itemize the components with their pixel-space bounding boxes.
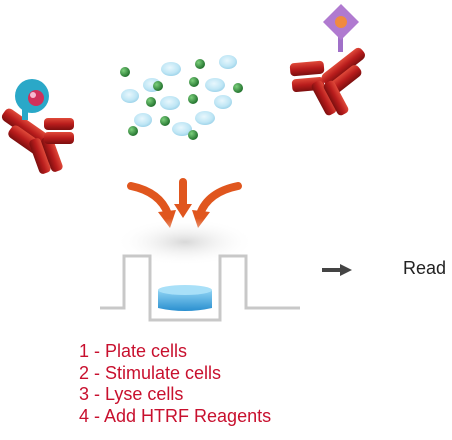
step-item: 2 - Stimulate cells <box>79 362 222 383</box>
step-item: 1 - Plate cells <box>79 341 188 361</box>
dispense-arrow-icon <box>127 182 172 218</box>
cell-icon <box>195 111 215 125</box>
cell-icon <box>205 78 225 92</box>
protocol-steps: 1 - Plate cells 2 - Stimulate cells 3 - … <box>79 341 271 427</box>
analyte-icon <box>160 116 170 126</box>
analyte-icon <box>233 83 243 93</box>
read-label: Read <box>403 258 447 278</box>
cell-icon <box>121 89 139 103</box>
analyte-icon <box>195 59 205 69</box>
analyte-icon <box>146 97 156 107</box>
acceptor-antibody-icon <box>289 4 365 116</box>
step-item: 4 - Add HTRF Reagents <box>79 405 272 426</box>
analyte-icon <box>188 94 198 104</box>
cell-suspension <box>120 55 243 140</box>
cell-icon <box>219 55 237 69</box>
analyte-icon <box>153 81 163 91</box>
dispense-arrow-icon <box>196 182 242 218</box>
cell-icon <box>161 62 181 76</box>
analyte-icon <box>188 130 198 140</box>
cell-icon <box>134 113 152 127</box>
analyte-icon <box>120 67 130 77</box>
cell-icon <box>160 96 180 110</box>
donor-antibody-icon <box>1 79 74 174</box>
cell-icon <box>172 122 192 136</box>
analyte-icon <box>189 77 199 87</box>
well-icon <box>100 218 300 322</box>
dispense-arrows <box>127 178 242 218</box>
cell-icon <box>214 95 232 109</box>
read-arrow-icon <box>322 264 352 276</box>
step-item: 3 - Lyse cells <box>79 384 184 404</box>
analyte-icon <box>128 126 138 136</box>
